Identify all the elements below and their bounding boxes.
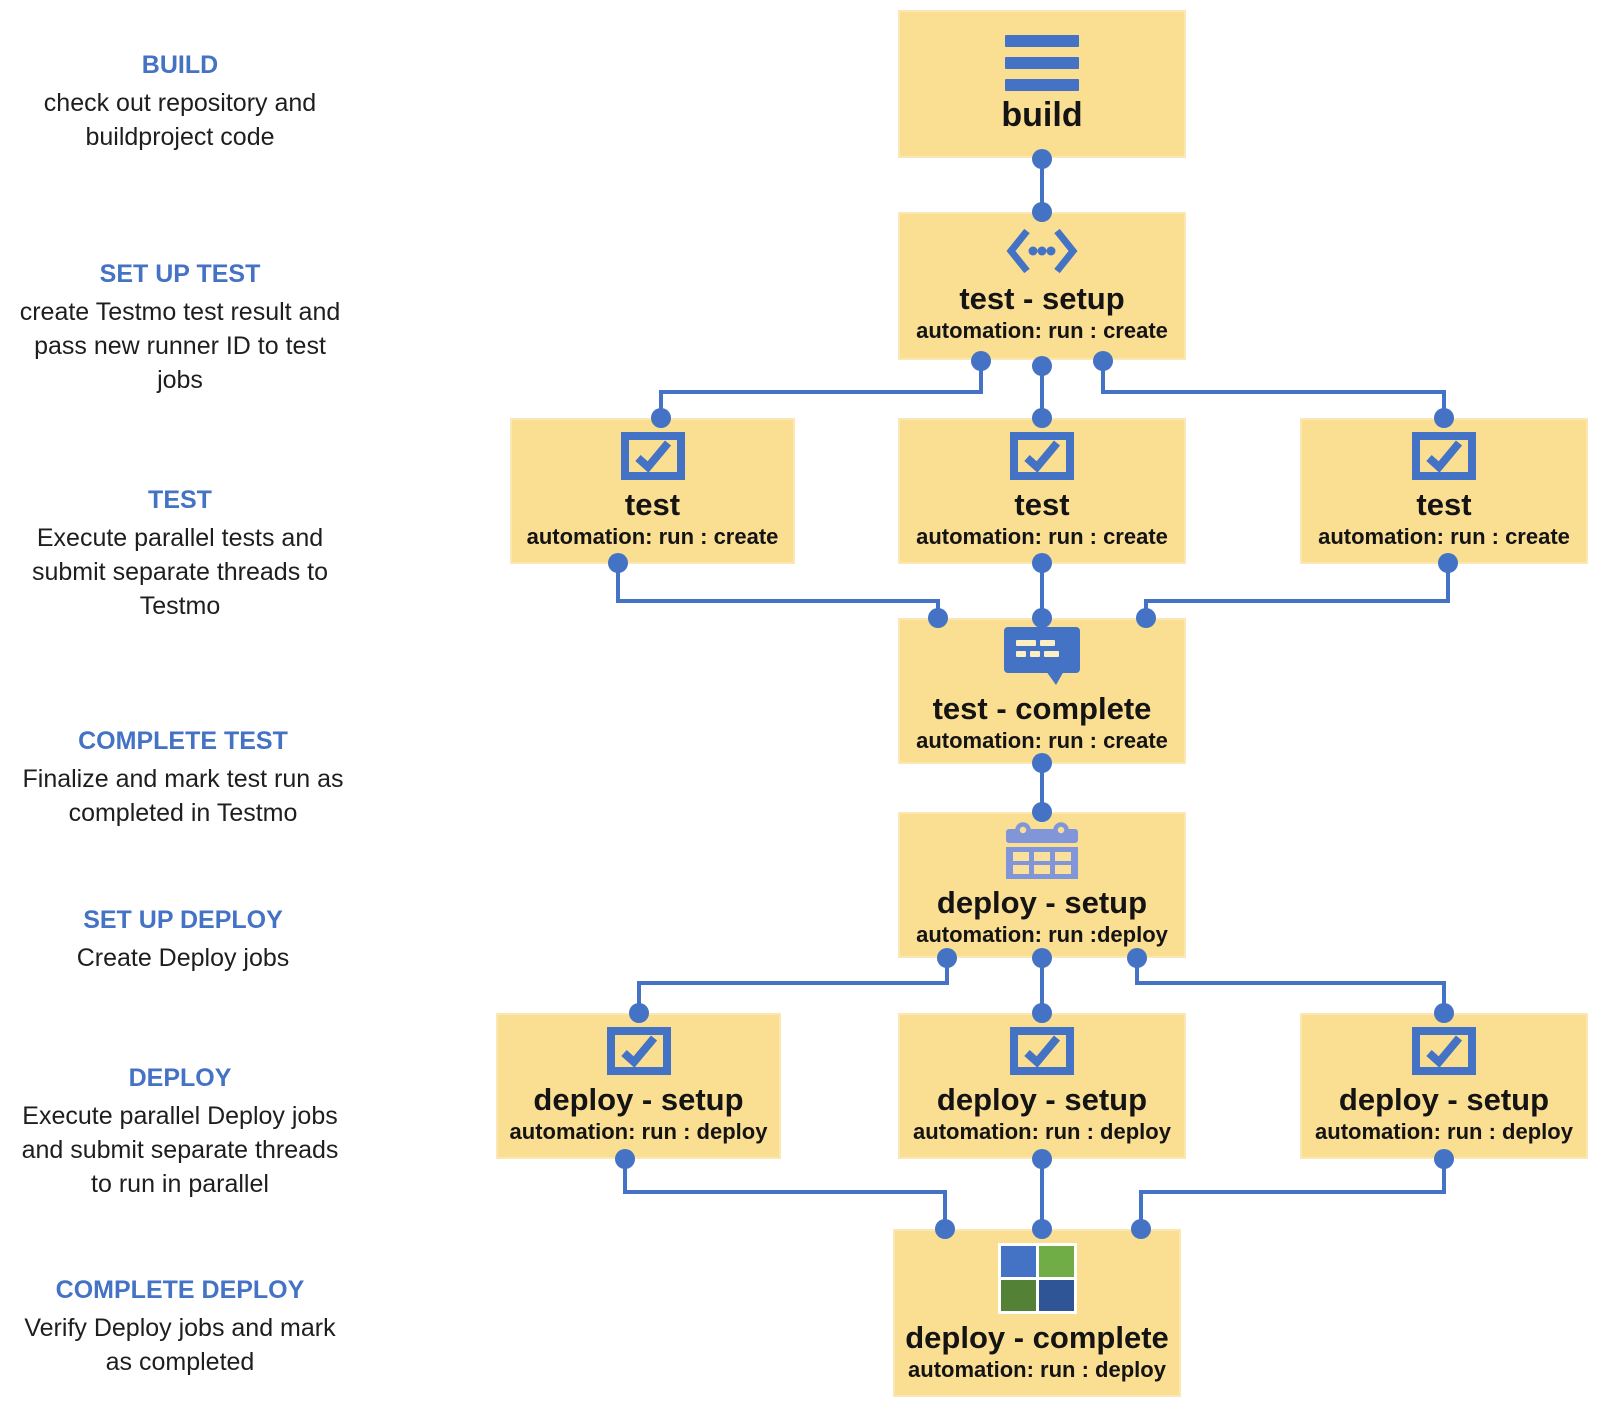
stage-description: check out repository and buildproject co…: [43, 89, 317, 151]
flow-node-test-setup: test - setup automation: run : create: [898, 212, 1186, 360]
checkbox-icon: [606, 1026, 671, 1076]
window-grid-icon: [997, 1242, 1077, 1314]
node-subtitle: automation: run : deploy: [908, 1356, 1166, 1382]
stage-label-deploy: DEPLOY Execute parallel Deploy jobs and …: [10, 1063, 350, 1201]
flow-node-deploy-left: deploy - setup automation: run : deploy: [496, 1013, 781, 1159]
calendar-icon: [1004, 821, 1080, 879]
stage-heading: BUILD: [141, 51, 219, 79]
menu-icon: [1005, 35, 1079, 91]
checkbox-icon: [1412, 431, 1476, 481]
stage-heading: COMPLETE TEST: [78, 727, 288, 755]
stage-label-set-up-deploy: SET UP DEPLOY Create Deploy jobs: [8, 905, 358, 975]
flow-node-deploy-complete: deploy - complete automation: run : depl…: [893, 1229, 1181, 1397]
stage-description: Execute parallel tests and submit separa…: [32, 524, 328, 620]
flow-node-test-right: test automation: run : create: [1300, 418, 1588, 564]
flow-node-test-left: test automation: run : create: [510, 418, 795, 564]
flow-node-deploy-right: deploy - setup automation: run : deploy: [1300, 1013, 1588, 1159]
node-title: deploy - setup: [936, 1082, 1148, 1117]
node-subtitle: automation: run : create: [1318, 524, 1570, 549]
node-subtitle: automation: run : create: [916, 728, 1168, 753]
stage-description: create Testmo test result and pass new r…: [19, 298, 341, 394]
checkbox-icon: [620, 431, 685, 481]
node-title: deploy - setup: [533, 1082, 744, 1117]
node-subtitle: automation: run :deploy: [916, 922, 1168, 947]
node-title: test: [1416, 487, 1472, 522]
stage-label-complete-test: COMPLETE TEST Finalize and mark test run…: [8, 726, 358, 830]
stage-description: Execute parallel Deploy jobs and submit …: [21, 1102, 339, 1198]
stage-description: Finalize and mark test run as completed …: [22, 765, 344, 827]
node-title: test: [624, 487, 681, 522]
stage-label-set-up-test: SET UP TEST create Testmo test result an…: [10, 259, 350, 397]
stage-heading: SET UP DEPLOY: [83, 906, 283, 934]
stage-description: Create Deploy jobs: [76, 944, 290, 972]
flow-node-build: build: [898, 10, 1186, 158]
stage-label-build: BUILD check out repository and buildproj…: [15, 50, 345, 154]
node-subtitle: automation: run : create: [916, 524, 1168, 549]
stage-heading: COMPLETE DEPLOY: [55, 1276, 305, 1304]
checkbox-icon: [1010, 1026, 1074, 1076]
node-subtitle: automation: run : create: [526, 524, 779, 549]
node-subtitle: automation: run : deploy: [509, 1119, 768, 1144]
stage-label-complete-deploy: COMPLETE DEPLOY Verify Deploy jobs and m…: [20, 1275, 340, 1379]
stage-label-test: TEST Execute parallel tests and submit s…: [10, 485, 350, 623]
node-subtitle: automation: run : create: [916, 318, 1168, 343]
flow-node-test-complete: test - complete automation: run : create: [898, 618, 1186, 764]
node-title: deploy - setup: [936, 885, 1148, 920]
code-icon: [1006, 227, 1078, 275]
checkbox-icon: [1010, 431, 1074, 481]
node-title: build: [1001, 96, 1083, 134]
node-title: deploy - setup: [1338, 1082, 1550, 1117]
chat-icon: [1004, 627, 1080, 685]
node-subtitle: automation: run : deploy: [1315, 1119, 1573, 1144]
node-subtitle: automation: run : deploy: [913, 1119, 1171, 1144]
node-title: test: [1014, 487, 1070, 522]
node-title: test - setup: [959, 281, 1125, 316]
checkbox-icon: [1412, 1026, 1476, 1076]
flow-node-deploy-setup: deploy - setup automation: run :deploy: [898, 812, 1186, 958]
stage-heading: TEST: [148, 486, 212, 514]
node-title: test - complete: [932, 691, 1152, 726]
flow-node-test-middle: test automation: run : create: [898, 418, 1186, 564]
stage-description: Verify Deploy jobs and mark as completed: [24, 1314, 336, 1376]
node-title: deploy - complete: [905, 1319, 1169, 1355]
flow-node-deploy-middle: deploy - setup automation: run : deploy: [898, 1013, 1186, 1159]
stage-heading: DEPLOY: [128, 1064, 232, 1092]
stage-heading: SET UP TEST: [99, 260, 261, 288]
